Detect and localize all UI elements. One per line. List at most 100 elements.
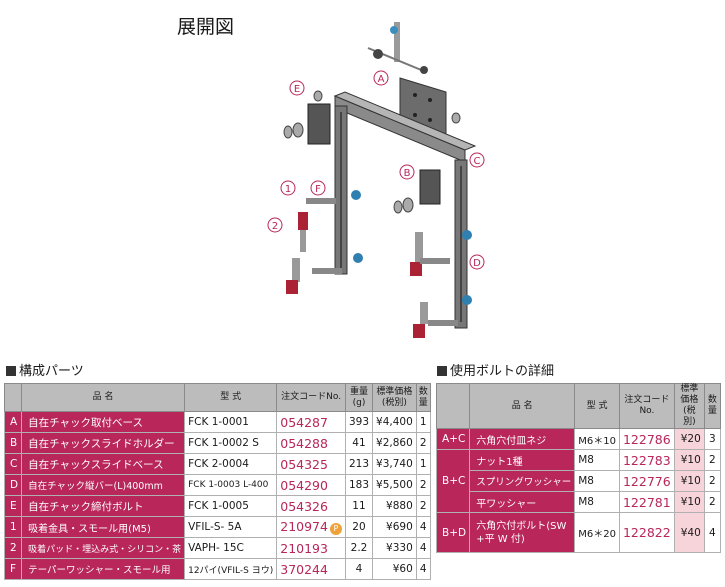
callout-e (289, 80, 305, 96)
row-code[interactable]: 054290 (276, 474, 346, 496)
table-row: B+C ナット1種 M8 122783 ¥10 2 (435, 449, 722, 513)
table-row: C 自在チャックスライドベース FCK 2-0004 054325 213 ¥3… (3, 453, 431, 475)
row-qty: 1 (415, 411, 431, 433)
table-row: F テーパーワッシャー・スモール用 12パイ(VFIL-S ヨウ) 370244… (3, 558, 431, 580)
row-qty: 2 (703, 470, 722, 492)
row-key: E (3, 495, 23, 517)
row-weight: 2.2 (344, 537, 374, 559)
bolts-table: 品 名 型 式 注文コードNo. 標準価格(税別) 数量 A+C 六角穴付皿ネジ… (435, 383, 722, 553)
row-code[interactable]: 054325 (276, 453, 346, 475)
row-code[interactable]: 122822 (618, 512, 675, 553)
row-model: 12パイ(VFIL-S ヨウ) (184, 558, 278, 580)
row-code[interactable]: 122776 (618, 470, 675, 492)
parts-header-name: 品 名 (21, 383, 186, 412)
point-badge-icon: P (329, 523, 342, 535)
bolts-section-title: 使用ボルトの詳細 (437, 360, 554, 379)
table-row: E 自在チャック締付ボルト FCK 1-0005 054326 11 ¥880 … (3, 495, 431, 517)
blue-knobs-illustration (351, 190, 472, 305)
square-bullet-icon (437, 366, 447, 376)
row-code[interactable]: 054287 (276, 411, 346, 433)
table-row: D 自在チャック縦バー(L)400mm FCK 1-0003 L-400 054… (3, 474, 431, 496)
row-price: ¥3,740 (372, 453, 417, 475)
row-name: テーパーワッシャー・スモール用 (21, 558, 186, 580)
parts-header-spacer (3, 383, 23, 412)
row-price: ¥5,500 (372, 474, 417, 496)
callout-b-label: B (404, 168, 411, 179)
parts-header-code: 注文コードNo. (276, 383, 346, 412)
row-weight: 4 (344, 558, 374, 580)
table-row: B+D 六角穴付ボルト(SW +平 W 付) M6＊20 122822 ¥40 … (435, 512, 722, 553)
row-model: FCK 1-0003 L-400 (184, 474, 278, 496)
row-model: FCK 1-0005 (184, 495, 278, 517)
parts-header-price: 標準価格(税別) (372, 383, 417, 412)
row-code[interactable]: 370244 (276, 558, 346, 580)
row-code[interactable]: 122786 (618, 428, 675, 450)
row-price: ¥10 (673, 491, 705, 513)
callout-d (469, 254, 485, 270)
row-qty: 2 (703, 491, 722, 513)
row-price: ¥20 (673, 428, 705, 450)
bolts-header-qty: 数量 (703, 383, 722, 429)
row-price: ¥2,860 (372, 432, 417, 454)
row-qty: 2 (703, 449, 722, 471)
row-key: B+C (435, 449, 471, 513)
row-price: ¥60 (372, 558, 417, 580)
row-name: 平ワッシャー (469, 491, 576, 513)
row-model: M8 (574, 449, 620, 471)
row-code[interactable]: 054288 (276, 432, 346, 454)
row-name: 自在チャック締付ボルト (21, 495, 186, 517)
page-title: 展開図 (177, 16, 235, 38)
top-fitting-illustration (367, 22, 428, 74)
table-row: 2 吸着パッド・埋込み式・シリコン・茶 VAPH- 15C 210193 2.2… (3, 537, 431, 559)
row-qty: 1 (415, 453, 431, 475)
row-weight: 183 (344, 474, 374, 496)
row-key: 2 (3, 537, 23, 559)
row-qty: 4 (415, 516, 431, 538)
row-code[interactable]: 054326 (276, 495, 346, 517)
row-name: 六角穴付ボルト(SW +平 W 付) (469, 512, 576, 553)
row-key: C (3, 453, 23, 475)
callout-f-label: F (315, 184, 321, 195)
row-price: ¥330 (372, 537, 417, 559)
row-model: FCK 2-0004 (184, 453, 278, 475)
row-code[interactable]: 210974 (280, 519, 328, 534)
row-price: ¥10 (673, 470, 705, 492)
parts-section-title: 構成パーツ (6, 360, 84, 379)
row-code[interactable]: 210193 (276, 537, 346, 559)
row-price: ¥880 (372, 495, 417, 517)
row-model: FCK 1-0002 S (184, 432, 278, 454)
row-model: M8 (574, 470, 620, 492)
row-name: 自在チャック取付ベース (21, 411, 186, 433)
callout-e-label: E (294, 84, 300, 95)
bolts-title-text: 使用ボルトの詳細 (450, 364, 555, 379)
callout-a (373, 70, 389, 86)
table-row: A 自在チャック取付ベース FCK 1-0001 054287 393 ¥4,4… (3, 411, 431, 433)
callout-2 (267, 217, 283, 233)
row-qty: 4 (415, 537, 431, 559)
row-price: ¥40 (673, 512, 705, 553)
row-model: VFIL-S- 5A (184, 516, 278, 538)
row-name: 自在チャックスライドベース (21, 453, 186, 475)
row-name: 六角穴付皿ネジ (469, 428, 576, 450)
square-bullet-icon (6, 366, 16, 376)
callout-1-label: 1 (285, 184, 291, 195)
row-code[interactable]: 122783 (618, 449, 675, 471)
parts-header-model: 型 式 (184, 383, 278, 412)
row-price: ¥4,400 (372, 411, 417, 433)
row-key: A (3, 411, 23, 433)
table-row: 平ワッシャー M8 122781 ¥10 2 (437, 491, 722, 513)
row-model: M8 (574, 491, 620, 513)
row-qty: 2 (415, 495, 431, 517)
callout-d-label: D (473, 258, 481, 269)
row-key: B+D (435, 512, 471, 553)
row-qty: 2 (415, 432, 431, 454)
row-price: ¥10 (673, 449, 705, 471)
callout-a-label: A (378, 74, 385, 85)
bolts-header-code: 注文コードNo. (618, 383, 675, 429)
row-code[interactable]: 122781 (618, 491, 675, 513)
callout-b (399, 164, 415, 180)
bolts-header-price: 標準価格(税別) (673, 383, 705, 429)
callout-c (469, 152, 485, 168)
row-weight: 213 (344, 453, 374, 475)
nuts-washers-illustration (283, 90, 461, 214)
